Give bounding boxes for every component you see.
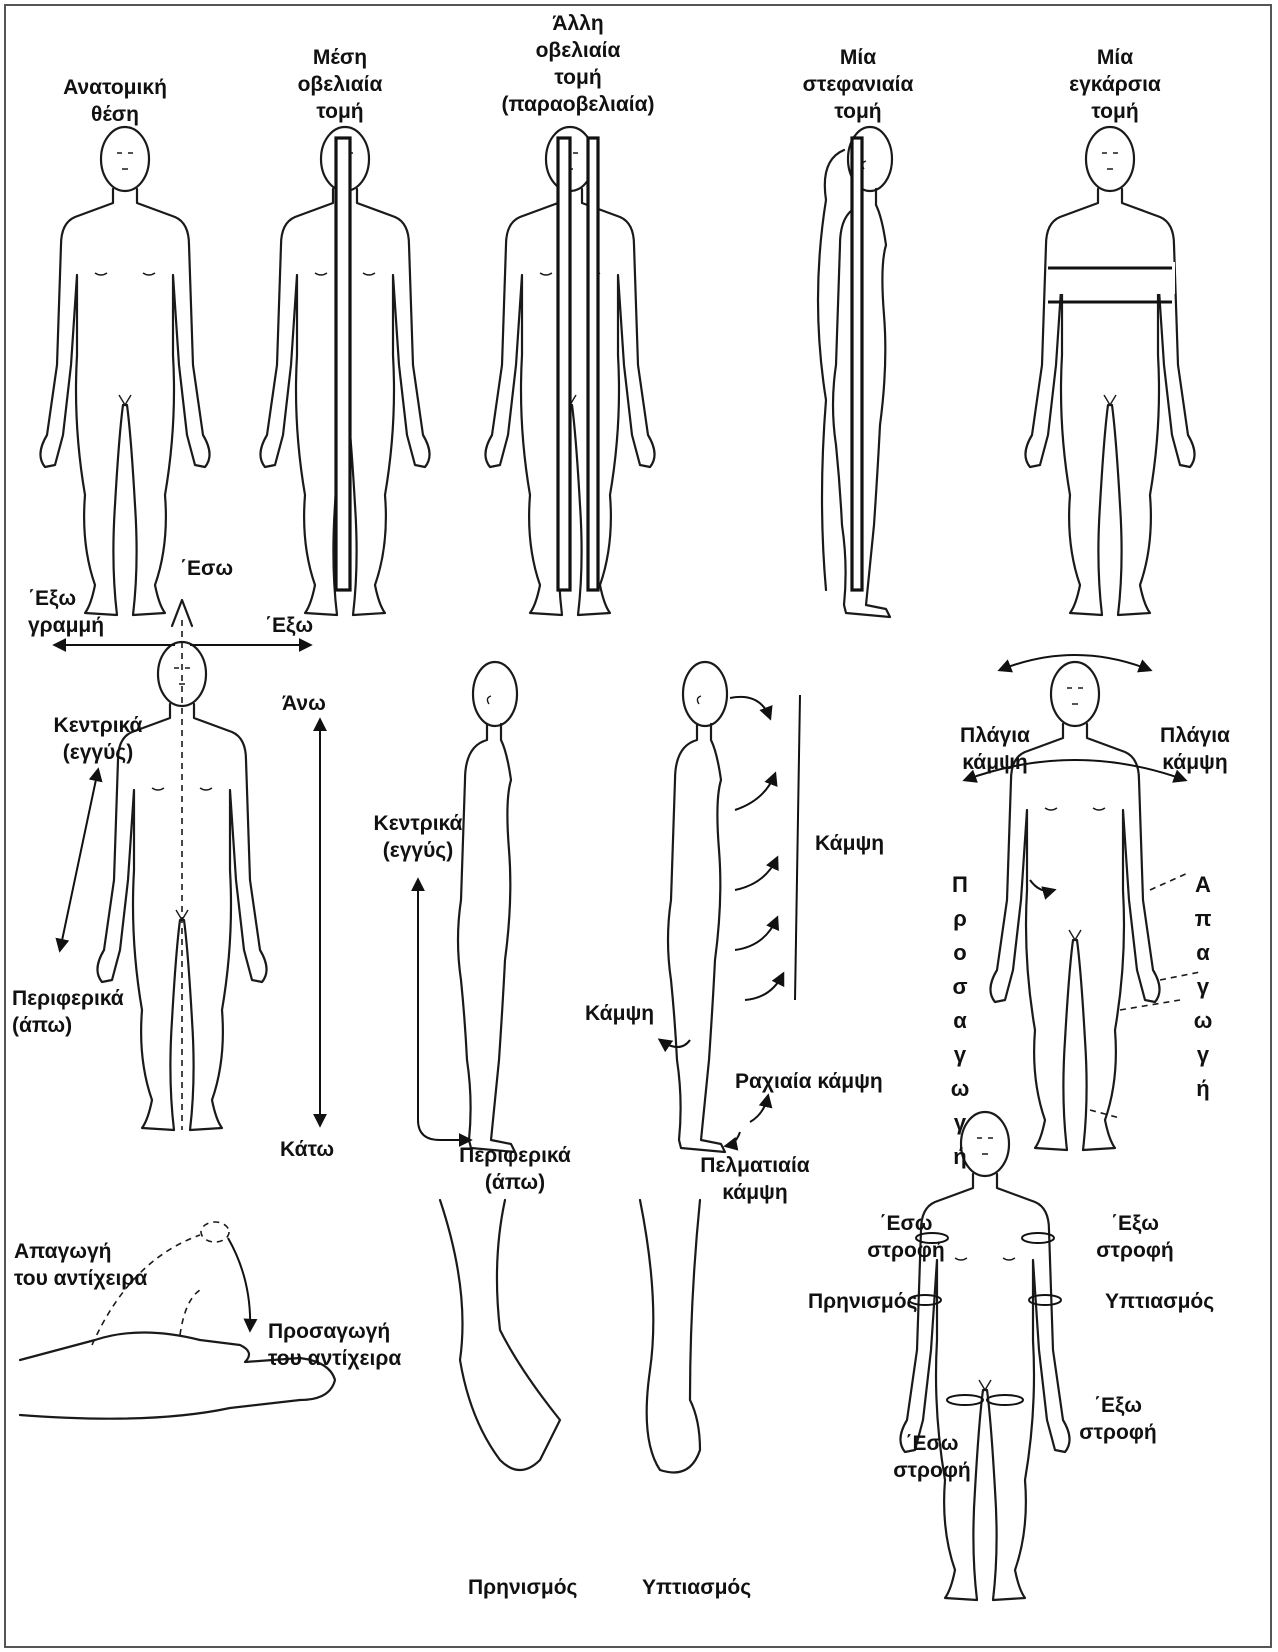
label-lateral-flexion-left: Πλάγια κάμψη	[960, 722, 1030, 776]
adduction_letters-letter: ρ	[945, 902, 975, 936]
adduction_letters-letter: ή	[945, 1140, 975, 1174]
abduction_letters-letter: α	[1188, 936, 1218, 970]
label-coronal-plane: Μία στεφανιαία τομή	[803, 44, 914, 125]
figure-directions	[55, 600, 320, 1130]
adduction_letters-letter: α	[945, 1004, 975, 1038]
abduction_letters-letter: ή	[1188, 1072, 1218, 1106]
abduction_letters-letter: Α	[1188, 868, 1218, 902]
figure-foot-supination	[640, 1200, 700, 1473]
figure-transverse-plane	[1025, 127, 1194, 615]
adduction_letters-letter: ω	[945, 1072, 975, 1106]
label-lateral: ΄Εξω	[265, 612, 313, 639]
label-flexion-right: Κάμψη	[815, 830, 884, 857]
figure-parasagittal-plane	[485, 127, 654, 615]
figure-foot-pronation	[440, 1200, 560, 1470]
label-dorsiflexion: Ραχιαία κάμψη	[735, 1068, 883, 1095]
adduction_letters-letter: Π	[945, 868, 975, 902]
label-superior: Άνω	[282, 690, 326, 717]
figure-rotation	[900, 1112, 1069, 1600]
abduction_letters-letter: γ	[1188, 970, 1218, 1004]
label-rotation-pronation: Πρηνισμός	[808, 1288, 917, 1315]
label-rotation-supination: Υπτιασμός	[1105, 1288, 1214, 1315]
figure-anatomical-position	[40, 127, 209, 615]
label-foot-supination: Υπτιασμός	[642, 1574, 751, 1601]
label-median-plane: Μέση οβελιαία τομή	[298, 44, 383, 125]
abduction_letters-letter: ω	[1188, 1004, 1218, 1038]
label-flexion-knee: Κάμψη	[585, 1000, 654, 1027]
label-external-rotation-upper: ΄Εξω στροφή	[1096, 1210, 1173, 1264]
adduction_letters-letter: ο	[945, 936, 975, 970]
label-foot-pronation: Πρηνισμός	[468, 1574, 577, 1601]
abduction_letters-letter: γ	[1188, 1038, 1218, 1072]
adduction_letters-letter: γ	[945, 1038, 975, 1072]
abduction_letters-letter: π	[1188, 902, 1218, 936]
label-midline: ΄Εξω γραμμή	[28, 585, 104, 639]
label-lateral-flexion-right: Πλάγια κάμψη	[1160, 722, 1230, 776]
figure-median-plane	[260, 127, 429, 615]
label-medial: ΄Εσω	[180, 555, 233, 582]
label-external-rotation-lower: ΄Εξω στροφή	[1079, 1392, 1156, 1446]
label-distal-left: Περιφερικά (άπω)	[12, 985, 124, 1039]
label-inferior: Κάτω	[280, 1136, 334, 1163]
adduction_letters-letter: σ	[945, 970, 975, 1004]
label-internal-rotation-lower: ΄Εσω στροφή	[893, 1430, 970, 1484]
label-plantarflexion: Πελματιαία κάμψη	[700, 1152, 809, 1206]
label-proximal-mid: Κεντρικά (εγγύς)	[374, 810, 463, 864]
figure-coronal-plane	[818, 127, 892, 617]
label-anatomical-position: Ανατομική θέση	[63, 74, 167, 128]
label-proximal-left: Κεντρικά (εγγύς)	[54, 712, 143, 766]
label-parasagittal-plane: Άλλη οβελιαία τομή (παραοβελιαία)	[501, 10, 654, 118]
label-thumb-abduction: Απαγωγή του αντίχειρα	[14, 1238, 147, 1292]
label-internal-rotation-upper: ΄Εσω στροφή	[867, 1210, 944, 1264]
label-transverse-plane: Μία εγκάρσια τομή	[1069, 44, 1161, 125]
label-distal-mid: Περιφερικά (άπω)	[459, 1142, 571, 1196]
adduction_letters-letter: γ	[945, 1106, 975, 1140]
label-thumb-adduction: Προσαγωγή του αντίχειρα	[268, 1318, 401, 1372]
figure-proximal-distal-side	[418, 662, 517, 1152]
